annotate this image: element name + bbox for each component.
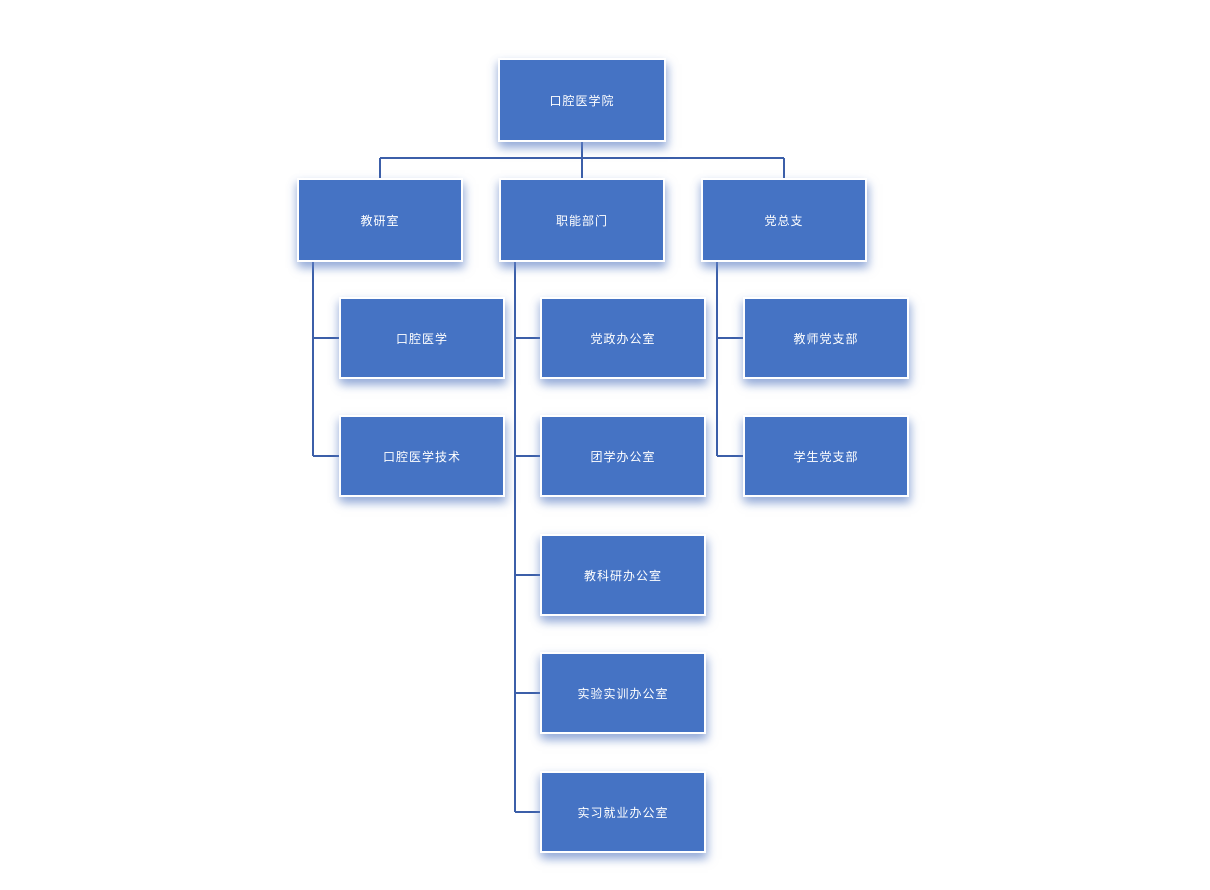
org-node-shixi-jiuye-bangongshi: 实习就业办公室 xyxy=(540,771,706,853)
org-node-jiaoyanshi: 教研室 xyxy=(297,178,463,262)
org-node-zhineng-bumen: 职能部门 xyxy=(499,178,665,262)
org-node-jiaokeyan-bangongshi: 教科研办公室 xyxy=(540,534,706,616)
org-node-tuanxue-bangongshi: 团学办公室 xyxy=(540,415,706,497)
org-node-dangzheng-bangongshi: 党政办公室 xyxy=(540,297,706,379)
org-node-kouqiang-yixue-jishu: 口腔医学技术 xyxy=(339,415,505,497)
org-node-kouqiang-yixue: 口腔医学 xyxy=(339,297,505,379)
org-node-xuesheng-dangzhibu: 学生党支部 xyxy=(743,415,909,497)
org-node-jiaoshi-dangzhibu: 教师党支部 xyxy=(743,297,909,379)
org-node-shiyan-shixun-bangongshi: 实验实训办公室 xyxy=(540,652,706,734)
org-node-root: 口腔医学院 xyxy=(498,58,666,142)
org-node-dang-zongzhi: 党总支 xyxy=(701,178,867,262)
